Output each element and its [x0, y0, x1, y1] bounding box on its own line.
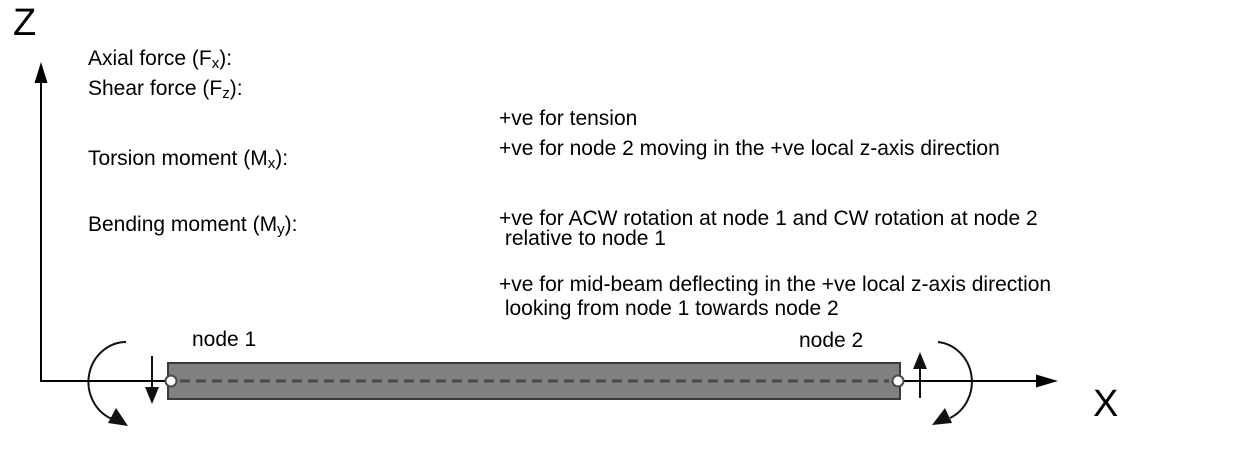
definition-description: +ve for ACW rotation at node 1 and CW ro…: [499, 144, 1038, 384]
definition-description: +ve for node 2 moving in the +ve local z…: [499, 74, 1000, 314]
definition-description: +ve for tension: [499, 44, 637, 194]
definition-line: +ve for tension: [499, 107, 638, 130]
node-2-rotation-arc: [937, 341, 973, 419]
node-2-shear-arrowhead-icon: [913, 352, 927, 369]
subscript: y: [277, 221, 285, 238]
z-axis-arrowhead-icon: [34, 62, 48, 83]
definition-term: Shear force (Fz):: [88, 77, 243, 102]
node-2-label: node 2: [799, 329, 864, 352]
z-axis-label: Z: [13, 2, 37, 44]
definition-line: +ve for ACW rotation at node 1 and CW ro…: [499, 207, 1038, 230]
subscript: x: [211, 55, 220, 72]
node-1-label: node 1: [192, 328, 257, 351]
node-1-circle: [164, 374, 178, 388]
definition-line: +ve for mid-beam deflecting in the +ve l…: [499, 273, 1052, 296]
node-1-rotation-arrowhead-icon: [108, 408, 128, 426]
node-2-rotation-arrowhead-icon: [932, 408, 952, 425]
subscript: z: [222, 85, 230, 102]
x-axis-arrowhead-icon: [1036, 374, 1058, 388]
node-2-circle: [891, 374, 905, 388]
definition-term: Axial force (Fx):: [88, 47, 233, 72]
definition-line: +ve for node 2 moving in the +ve local z…: [499, 137, 1000, 160]
definition-line: looking from node 1 towards node 2: [499, 297, 839, 320]
definition-term: Bending moment (My):: [88, 213, 298, 238]
node-1-rotation-arc: [87, 341, 127, 420]
node-1-shear-arrowhead-icon: [145, 387, 159, 404]
x-axis-label: X: [1093, 383, 1119, 425]
definition-description: +ve for mid-beam deflecting in the +ve l…: [499, 210, 1051, 360]
definition-line: relative to node 1: [499, 227, 666, 250]
subscript: x: [267, 155, 276, 172]
definition-term: Torsion moment (Mx):: [88, 147, 289, 172]
